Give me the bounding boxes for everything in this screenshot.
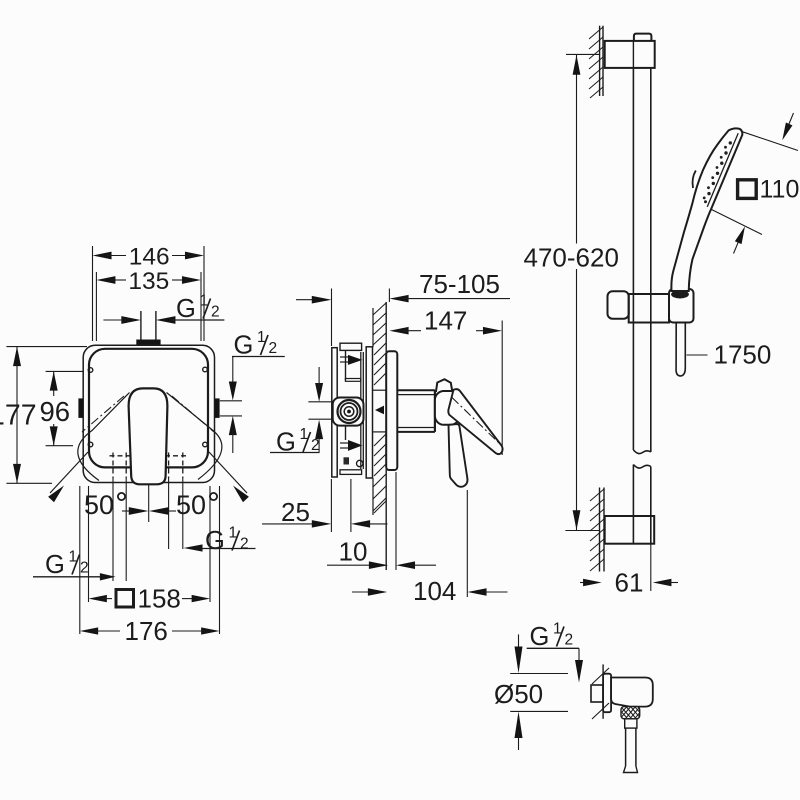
- svg-text:50: 50: [176, 490, 206, 520]
- svg-text:Ø50: Ø50: [494, 679, 543, 709]
- svg-text:25: 25: [281, 497, 310, 527]
- svg-text:10: 10: [339, 537, 368, 567]
- svg-text:61: 61: [615, 568, 644, 598]
- svg-text:110: 110: [760, 176, 800, 204]
- svg-text:135: 135: [128, 268, 169, 295]
- svg-text:50: 50: [84, 490, 114, 520]
- svg-text:147: 147: [424, 306, 467, 336]
- svg-text:96: 96: [40, 396, 71, 427]
- svg-text:176: 176: [125, 616, 168, 646]
- svg-text:104: 104: [413, 576, 456, 606]
- svg-text:158: 158: [138, 584, 181, 614]
- svg-text:1750: 1750: [714, 340, 772, 370]
- svg-text:470-620: 470-620: [524, 243, 619, 273]
- svg-text:177: 177: [0, 400, 37, 432]
- svg-text:146: 146: [129, 244, 170, 271]
- svg-text:75-105: 75-105: [419, 269, 500, 299]
